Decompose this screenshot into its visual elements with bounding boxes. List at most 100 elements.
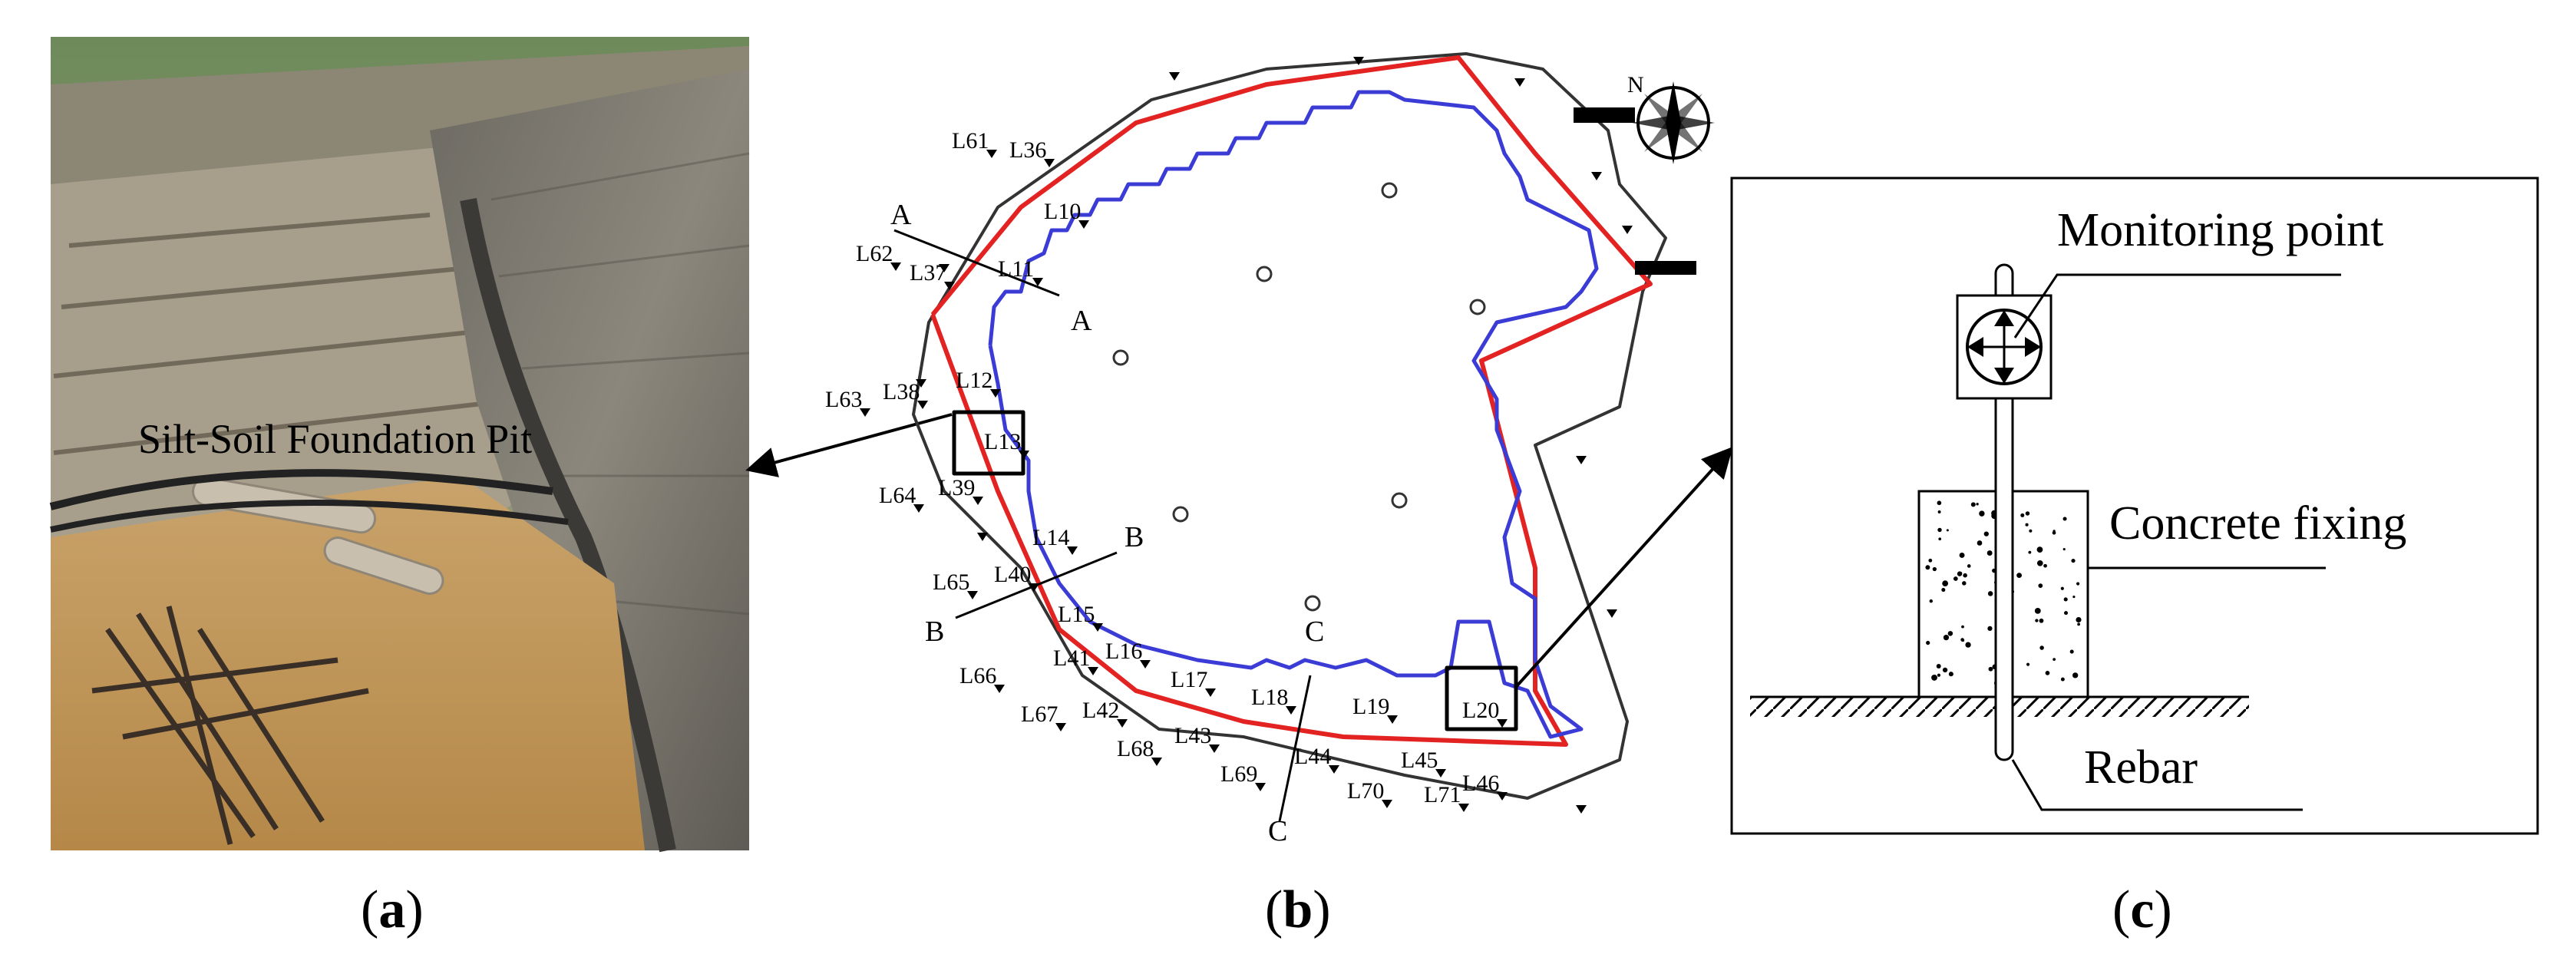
speckle [1977, 540, 1983, 546]
point-marker-l65 [967, 591, 978, 599]
caption-c: (c) [2112, 880, 2172, 939]
section-label-b-end: B [1125, 521, 1144, 553]
monitoring-point-label-l43: L43 [1174, 723, 1211, 748]
speckle [1946, 529, 1949, 532]
point-marker-l61 [986, 150, 997, 158]
point-marker-l42 [1117, 719, 1128, 728]
caption-b: (b) [1265, 880, 1331, 939]
speckle [2039, 618, 2044, 623]
monitoring-point-label-l44: L44 [1294, 744, 1331, 769]
speckle [1942, 580, 1949, 587]
point-marker-l43 [1209, 744, 1220, 753]
speckle [2026, 662, 2030, 666]
section-label-b-start: B [925, 616, 944, 648]
monitoring-point-label-l45: L45 [1401, 748, 1438, 773]
point-marker-l10 [1078, 220, 1089, 229]
north-compass-icon: N [1627, 72, 1715, 164]
panel-a-photo [49, 37, 750, 853]
speckle [1987, 591, 1993, 596]
detail-arrow [1514, 447, 1733, 688]
speckle [1965, 642, 1971, 648]
speckle [2060, 586, 2064, 590]
point-marker-l11 [1032, 278, 1043, 286]
section-label-a-start: A [890, 199, 912, 231]
speckle [1931, 674, 1937, 681]
label-rebar: Rebar [2084, 741, 2198, 794]
monitoring-point-label-l19: L19 [1352, 694, 1389, 719]
speckle [1987, 626, 1993, 631]
point-marker-l67 [1055, 723, 1066, 731]
boundary-marker [1591, 172, 1602, 180]
leader-rebar [2011, 759, 2303, 811]
monitoring-point-label-l13: L13 [984, 429, 1021, 454]
point-marker-l16 [1140, 660, 1151, 669]
speckle [1937, 527, 1942, 533]
speckle [1937, 500, 1942, 506]
speckle [2072, 672, 2079, 678]
speckle [1967, 564, 1971, 568]
speckle [2036, 560, 2043, 566]
highlight-box-l13 [952, 410, 1025, 476]
survey-circle [1391, 492, 1408, 509]
boundary-marker [1576, 805, 1587, 814]
monitoring-point-label-l36: L36 [1009, 137, 1046, 163]
boundary-marker [1607, 609, 1617, 618]
monitoring-point-label-l37: L37 [910, 260, 946, 286]
speckle [1928, 558, 1933, 563]
survey-circle [1172, 506, 1189, 523]
point-marker-l64 [913, 504, 924, 513]
svg-text:N: N [1627, 72, 1644, 97]
speckle [1963, 573, 1967, 578]
speckle [2069, 649, 2074, 654]
speckle [1929, 599, 1933, 603]
speckle [1988, 666, 1993, 672]
monitoring-point-label-l40: L40 [994, 562, 1031, 587]
point-marker-l41 [1088, 667, 1098, 675]
speckle [1943, 635, 1950, 641]
leader-monitoring [2013, 273, 2341, 338]
speckle [1953, 576, 1958, 581]
survey-circle [1256, 266, 1273, 282]
monitoring-point-label-l71: L71 [1424, 782, 1461, 807]
speckle [2020, 513, 2025, 517]
speckle [1941, 588, 1946, 593]
speckle [2071, 558, 2076, 563]
boundary-marker [1169, 72, 1180, 81]
monitoring-point-label-l11: L11 [998, 256, 1034, 282]
label-monitoring-point: Monitoring point [2057, 204, 2383, 256]
point-marker-l13 [1019, 451, 1029, 459]
monitoring-point-label-l17: L17 [1171, 667, 1207, 692]
speckle [1942, 667, 1948, 673]
point-marker-l38 [917, 401, 928, 409]
monitoring-point-label-l68: L68 [1117, 736, 1154, 761]
pit-arrow [745, 413, 953, 477]
speckle [2062, 548, 2066, 551]
boundary-marker [1514, 78, 1525, 87]
speckle [2064, 611, 2069, 616]
speckle [2034, 607, 2041, 614]
monitoring-point-label-l64: L64 [879, 483, 916, 508]
point-marker-l14 [1067, 546, 1078, 555]
red-boundary [930, 55, 1653, 747]
speckle [2072, 595, 2076, 599]
point-marker-l63 [860, 408, 870, 417]
monitoring-point-label-l15: L15 [1058, 602, 1095, 627]
speckle [1937, 673, 1941, 677]
section-label-c-start: C [1305, 616, 1324, 648]
boundary-marker [1576, 456, 1587, 464]
monitoring-point-label-l20: L20 [1462, 698, 1499, 723]
point-marker-l71 [1458, 804, 1469, 812]
section-label-c-end: C [1268, 815, 1287, 847]
point-marker-l20 [1497, 719, 1508, 728]
monitoring-point-label-l62: L62 [856, 241, 893, 266]
boundary-marker [1622, 226, 1633, 234]
speckle [1962, 581, 1967, 586]
speckle [1959, 552, 1965, 558]
label-concrete-fixing: Concrete fixing [2109, 497, 2406, 550]
speckle [1960, 638, 1964, 642]
caption-a: (a) [361, 880, 424, 939]
speckle [2076, 582, 2080, 586]
